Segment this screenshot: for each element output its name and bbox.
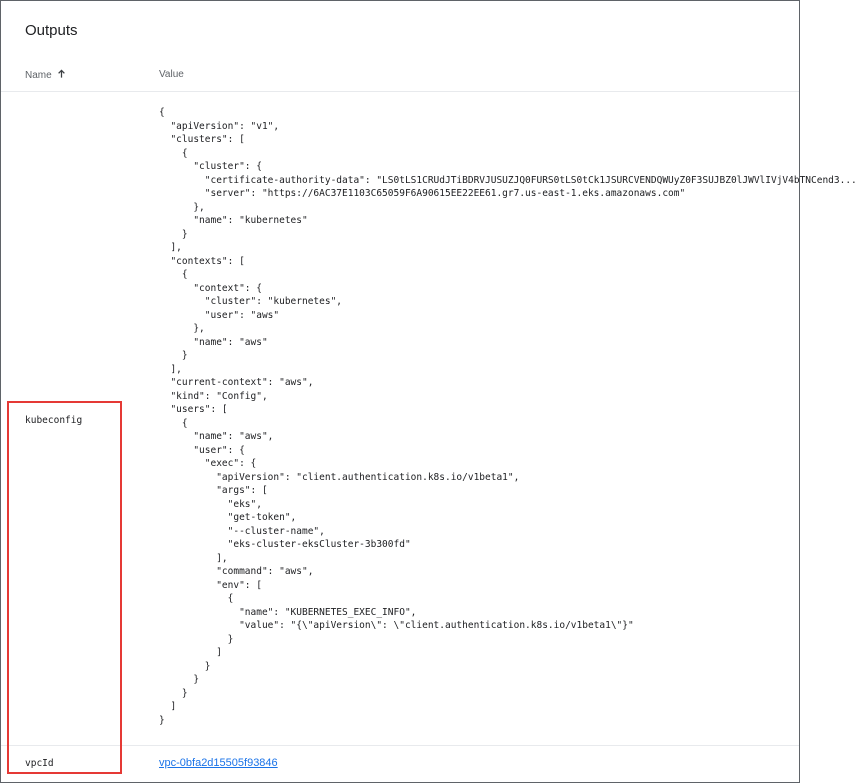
- column-header-value: Value: [159, 69, 184, 80]
- kubeconfig-json-value: { "apiVersion": "v1", "clusters": [ { "c…: [159, 107, 857, 726]
- column-header-name-label: Name: [25, 70, 52, 81]
- panel-title: Outputs: [25, 22, 78, 39]
- table-row: kubeconfig { "apiVersion": "v1", "cluste…: [1, 92, 857, 746]
- vpcid-link[interactable]: vpc-0bfa2d15505f93846: [159, 757, 278, 769]
- column-header-name[interactable]: Name: [25, 69, 66, 81]
- output-name-kubeconfig: kubeconfig: [25, 415, 83, 426]
- table-header: Name Value: [1, 59, 799, 92]
- arrow-up-icon: [58, 69, 66, 78]
- table-row: vpcId vpc-0bfa2d15505f93846: [1, 746, 799, 782]
- output-name-vpcid: vpcId: [25, 758, 54, 769]
